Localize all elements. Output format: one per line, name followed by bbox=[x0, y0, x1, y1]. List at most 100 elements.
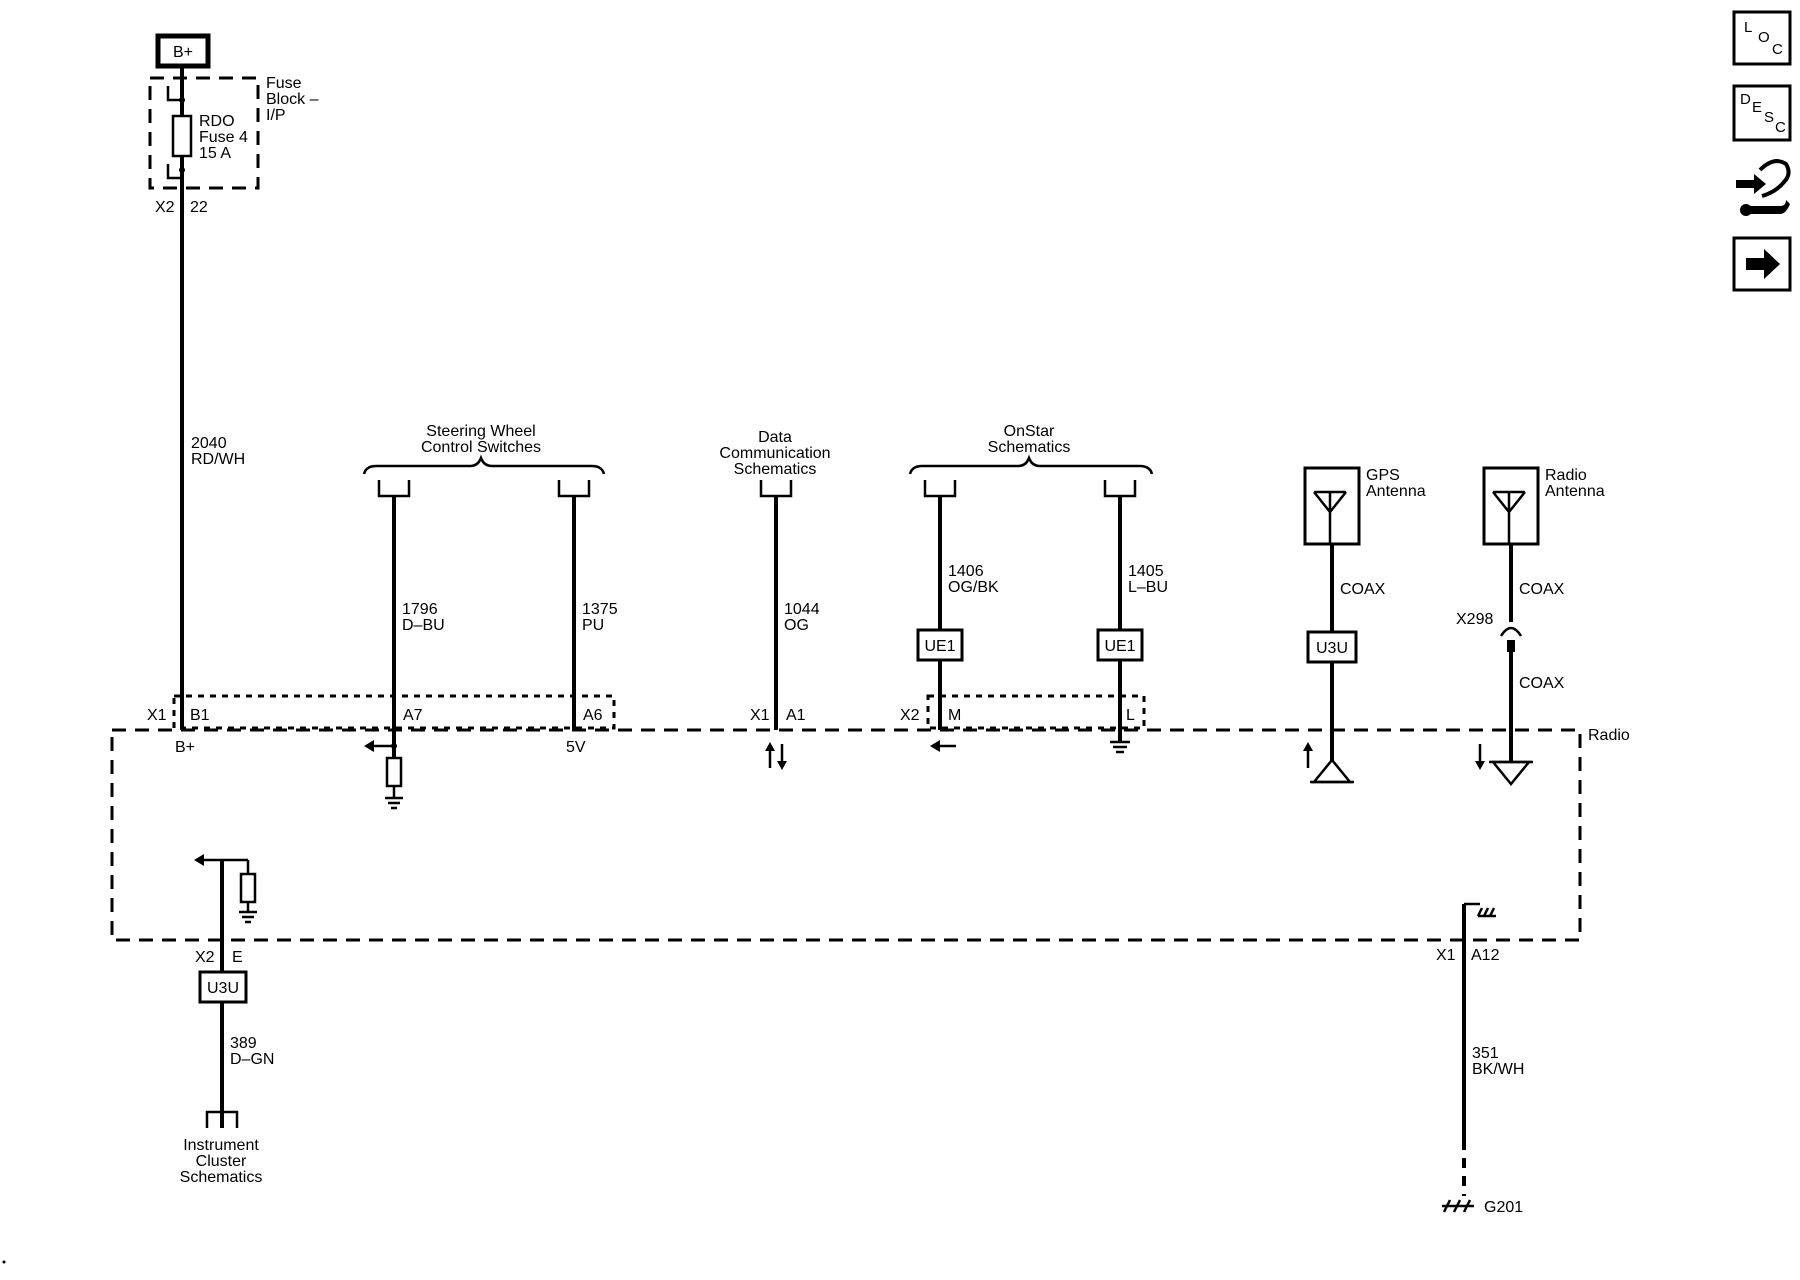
svg-text:15 A: 15 A bbox=[199, 145, 231, 162]
svg-text:COAX: COAX bbox=[1340, 581, 1386, 598]
svg-text:Schematics: Schematics bbox=[734, 461, 817, 478]
svg-text:E: E bbox=[1752, 99, 1762, 116]
fuse-icon bbox=[171, 114, 193, 158]
svg-text:U3U: U3U bbox=[207, 980, 239, 997]
svg-text:1405: 1405 bbox=[1128, 563, 1164, 580]
svg-text:A6: A6 bbox=[583, 707, 603, 724]
svg-text:U3U: U3U bbox=[1316, 640, 1348, 657]
svg-text:D–BU: D–BU bbox=[402, 617, 445, 634]
svg-text:OG/BK: OG/BK bbox=[948, 579, 999, 596]
svg-text:L: L bbox=[1744, 19, 1752, 36]
svg-text:L: L bbox=[1126, 707, 1135, 724]
svg-text:PU: PU bbox=[582, 617, 604, 634]
svg-text:Data: Data bbox=[758, 429, 792, 446]
option-ue1-badge: UE1 bbox=[916, 628, 964, 662]
m-input-arrow-icon bbox=[930, 740, 956, 752]
svg-text:Fuse 4: Fuse 4 bbox=[199, 129, 248, 146]
svg-text:Antenna: Antenna bbox=[1366, 483, 1426, 500]
svg-text:5V: 5V bbox=[566, 739, 586, 756]
svg-text:A1: A1 bbox=[786, 707, 806, 724]
svg-text:X1: X1 bbox=[1436, 947, 1456, 964]
svg-text:351: 351 bbox=[1472, 1045, 1499, 1062]
svg-text:1796: 1796 bbox=[402, 601, 438, 618]
svg-text:BK/WH: BK/WH bbox=[1472, 1061, 1524, 1078]
gps-antenna: GPS Antenna bbox=[1303, 466, 1426, 546]
svg-text:C: C bbox=[1772, 41, 1783, 58]
svg-text:Block –: Block – bbox=[266, 91, 319, 108]
svg-text:Cluster: Cluster bbox=[196, 1153, 247, 1170]
svg-text:Radio: Radio bbox=[1545, 467, 1587, 484]
svg-text:1406: 1406 bbox=[948, 563, 984, 580]
svg-text:X2: X2 bbox=[155, 199, 175, 216]
connector-tool-icon[interactable] bbox=[1736, 159, 1791, 216]
svg-text:COAX: COAX bbox=[1519, 675, 1565, 692]
svg-text:L–BU: L–BU bbox=[1128, 579, 1168, 596]
svg-text:D–GN: D–GN bbox=[230, 1051, 274, 1068]
svg-text:Instrument: Instrument bbox=[183, 1137, 259, 1154]
desc-icon[interactable]: D E S C bbox=[1732, 84, 1792, 142]
option-u3u-badge: U3U bbox=[1306, 630, 1358, 664]
svg-text:Schematics: Schematics bbox=[988, 439, 1071, 456]
data-communication-ref: Data Communication Schematics bbox=[719, 429, 831, 498]
svg-text:GPS: GPS bbox=[1366, 467, 1400, 484]
option-ue1-badge: UE1 bbox=[1096, 628, 1144, 662]
svg-text:1044: 1044 bbox=[784, 601, 820, 618]
steering-wheel-controls: Steering Wheel Control Switches bbox=[362, 423, 606, 498]
svg-text:RD/WH: RD/WH bbox=[191, 451, 245, 468]
svg-text:Steering Wheel: Steering Wheel bbox=[426, 423, 535, 440]
svg-text:2040: 2040 bbox=[191, 435, 227, 452]
svg-text:X2: X2 bbox=[900, 707, 920, 724]
svg-text:RDO: RDO bbox=[199, 113, 235, 130]
svg-text:UE1: UE1 bbox=[924, 638, 955, 655]
svg-text:X298: X298 bbox=[1456, 611, 1493, 628]
radio-module bbox=[110, 728, 1582, 942]
svg-text:A7: A7 bbox=[403, 707, 423, 724]
radio-internal-antenna-icon bbox=[1475, 744, 1533, 786]
loc-icon[interactable]: L O C bbox=[1732, 10, 1792, 66]
svg-text:389: 389 bbox=[230, 1035, 257, 1052]
svg-text:B1: B1 bbox=[190, 707, 210, 724]
svg-text:M: M bbox=[948, 707, 961, 724]
a7-input-circuit bbox=[364, 740, 403, 810]
svg-text:Control Switches: Control Switches bbox=[421, 439, 541, 456]
fuse-block: Fuse Block – I/P RDO Fuse 4 15 A X2 22 bbox=[148, 75, 319, 216]
svg-text:OG: OG bbox=[784, 617, 809, 634]
svg-text:O: O bbox=[1758, 29, 1770, 46]
svg-text:S: S bbox=[1764, 109, 1774, 126]
a1-bidirectional-arrows-icon bbox=[765, 742, 787, 770]
svg-text:Communication: Communication bbox=[719, 445, 830, 462]
svg-text:B+: B+ bbox=[173, 44, 193, 61]
svg-text:C: C bbox=[1775, 119, 1786, 136]
onstar-ref: OnStar Schematics bbox=[908, 423, 1154, 498]
inline-connector-x298: X298 bbox=[1456, 611, 1523, 652]
radio-antenna: Radio Antenna bbox=[1482, 466, 1605, 546]
svg-text:G201: G201 bbox=[1484, 1199, 1523, 1216]
svg-text:A12: A12 bbox=[1471, 947, 1500, 964]
instrument-cluster-ref: Instrument Cluster Schematics bbox=[180, 1110, 263, 1186]
svg-text:X1: X1 bbox=[750, 707, 770, 724]
svg-text:B+: B+ bbox=[175, 739, 195, 756]
svg-text:UE1: UE1 bbox=[1104, 638, 1135, 655]
svg-text:1375: 1375 bbox=[582, 601, 618, 618]
connector-x1-housing bbox=[172, 694, 616, 730]
svg-text:X2: X2 bbox=[195, 949, 215, 966]
svg-text:Radio: Radio bbox=[1588, 727, 1630, 744]
next-arrow-icon[interactable] bbox=[1732, 236, 1792, 292]
svg-text:E: E bbox=[232, 949, 243, 966]
svg-text:Schematics: Schematics bbox=[180, 1169, 263, 1186]
b-plus-source: B+ bbox=[155, 33, 211, 69]
svg-text:I/P: I/P bbox=[266, 107, 286, 124]
svg-text:D: D bbox=[1740, 91, 1751, 108]
svg-text:Fuse: Fuse bbox=[266, 75, 302, 92]
connector-x2-housing bbox=[926, 694, 1146, 730]
svg-text:COAX: COAX bbox=[1519, 581, 1565, 598]
svg-text:OnStar: OnStar bbox=[1004, 423, 1055, 440]
gps-internal-antenna-icon bbox=[1303, 742, 1354, 784]
svg-text:Antenna: Antenna bbox=[1545, 483, 1605, 500]
svg-text:22: 22 bbox=[190, 199, 208, 216]
l-ground-icon bbox=[1110, 740, 1130, 754]
svg-text:X1: X1 bbox=[147, 707, 167, 724]
e-output-circuit bbox=[194, 854, 257, 940]
ground-g201-icon: G201 bbox=[1442, 1199, 1523, 1216]
